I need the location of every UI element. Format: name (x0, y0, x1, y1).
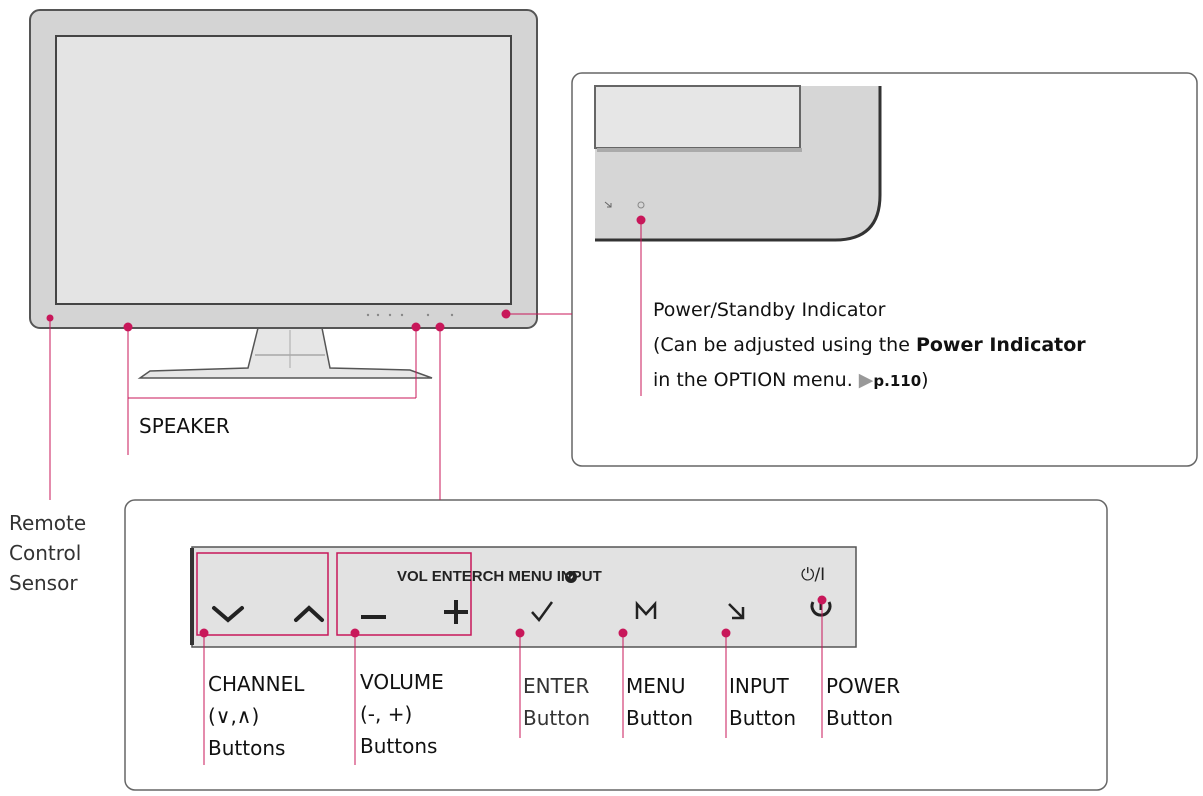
tv-front (29, 9, 538, 329)
remote-sensor-line2: Control (9, 541, 82, 565)
control-panel (190, 546, 857, 648)
chevron-down-icon (212, 606, 244, 623)
panel-caption: VOL ENTERCH MENU INPUT (397, 568, 602, 585)
channel-label-line3: Buttons (208, 736, 286, 760)
input-label-line2: Button (729, 706, 796, 730)
power-indicator-line3: in the OPTION menu. ▶p.110) (653, 369, 929, 391)
input-arrow-icon (728, 603, 745, 620)
menu-circle-icon (565, 571, 577, 583)
chevron-up-icon (294, 605, 324, 622)
callout-dots (46, 215, 827, 638)
m-icon (635, 600, 657, 619)
input-label: INPUT Button (729, 670, 796, 734)
input-label-line1: INPUT (729, 674, 789, 698)
enter-label-line2: Button (523, 706, 590, 730)
plus-icon (444, 600, 468, 624)
volume-label-line1: VOLUME (360, 670, 444, 694)
remote-sensor-label: Remote Control Sensor (9, 508, 86, 598)
panel-power-caption: ⏻/I (801, 565, 826, 585)
enter-label: ENTER Button (523, 670, 590, 734)
tv-corner-closeup (594, 85, 882, 242)
volume-label-line3: Buttons (360, 734, 438, 758)
channel-label: CHANNEL (∨,∧) Buttons (208, 668, 304, 764)
channel-label-line2: (∨,∧) (208, 704, 260, 728)
remote-sensor-line1: Remote (9, 511, 87, 535)
callout-lines (49, 220, 823, 765)
volume-label-line2: (-, +) (360, 702, 413, 726)
remote-sensor-line3: Sensor (9, 571, 78, 595)
enter-label-line1: ENTER (523, 674, 590, 698)
menu-label-line2: Button (626, 706, 693, 730)
power-label: POWER Button (826, 670, 900, 734)
power-indicator-line2: (Can be adjusted using the Power Indicat… (653, 334, 1086, 356)
speaker-label: SPEAKER (139, 414, 230, 438)
tv-stand (137, 327, 433, 379)
channel-label-line1: CHANNEL (208, 672, 305, 696)
menu-label: MENU Button (626, 670, 693, 734)
volume-label: VOLUME (-, +) Buttons (360, 666, 444, 762)
menu-label-line1: MENU (626, 674, 686, 698)
check-icon (531, 601, 554, 623)
power-label-line2: Button (826, 706, 893, 730)
power-indicator-label: Power/Standby Indicator (Can be adjusted… (653, 293, 1086, 399)
power-label-line1: POWER (826, 674, 901, 698)
power-indicator-title: Power/Standby Indicator (653, 299, 886, 321)
